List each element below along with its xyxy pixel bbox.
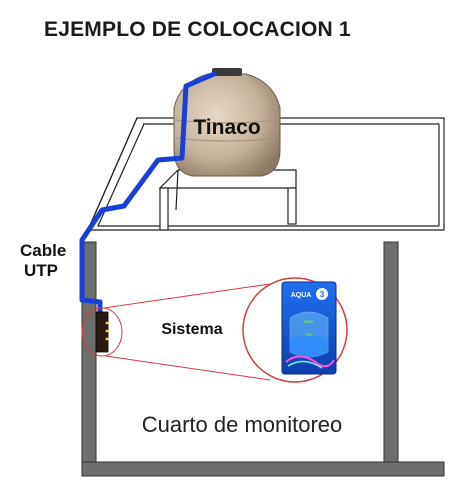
tank-label: Tinaco bbox=[193, 116, 260, 139]
zoomed-device: 3 AQUA 100% 70% bbox=[281, 281, 337, 375]
roof-outline bbox=[87, 117, 445, 231]
cable-label-line2: UTP bbox=[24, 261, 58, 280]
device-badge: 3 bbox=[320, 290, 325, 299]
device-level-high: 100% bbox=[304, 319, 315, 324]
device-level-mid: 70% bbox=[305, 332, 313, 337]
room-label: Cuarto de monitoreo bbox=[142, 412, 343, 437]
device-brand: AQUA bbox=[291, 292, 312, 299]
utp-cable bbox=[79, 71, 217, 317]
cable-label-line1: Cable bbox=[20, 241, 66, 260]
device-callout-circle bbox=[81, 307, 123, 357]
tank-stand bbox=[158, 169, 297, 231]
diagram-title: EJEMPLO DE COLOCACION 1 bbox=[44, 18, 351, 41]
system-device bbox=[95, 311, 109, 353]
zoom-connector-lines bbox=[103, 283, 271, 381]
tank bbox=[173, 68, 281, 177]
system-label: Sistema bbox=[161, 321, 222, 338]
